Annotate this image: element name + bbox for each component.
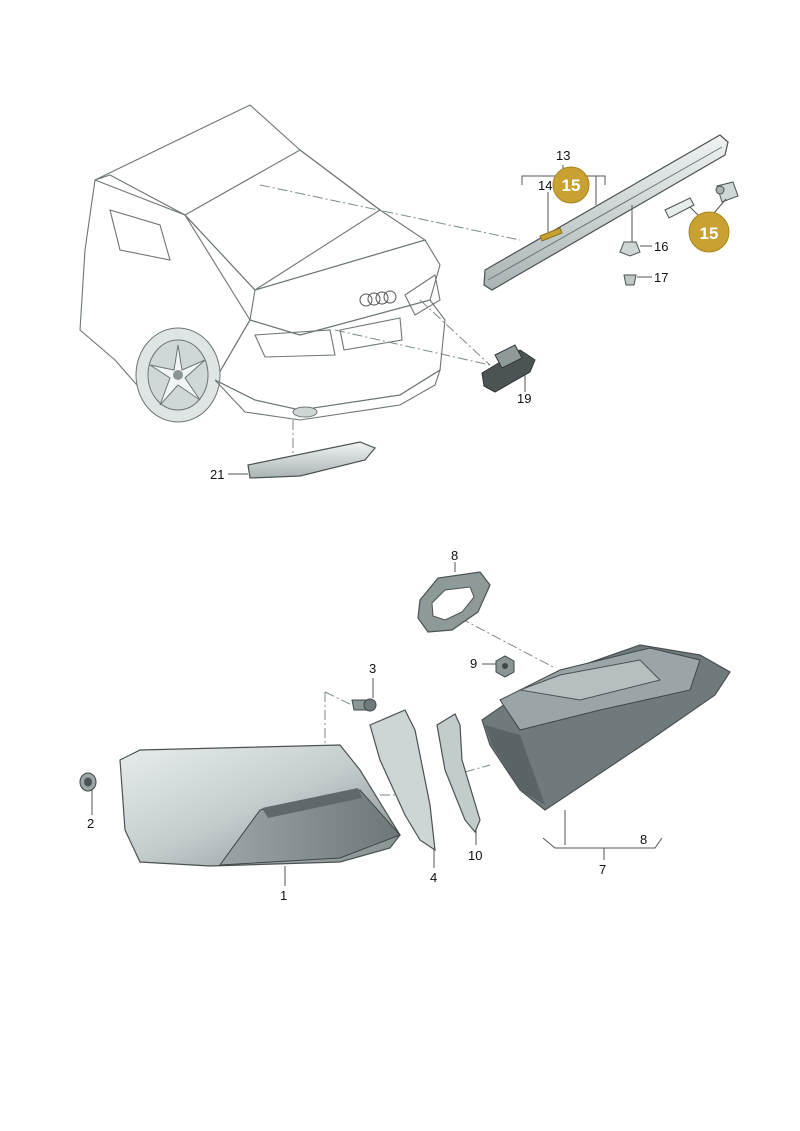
inner-tail-lamp-part	[481, 644, 731, 845]
callout-labels: 13 14 16 17 19 21 8 3 9 2 10 4 8 7 1	[87, 148, 668, 903]
callout-14: 14	[538, 178, 552, 193]
callout-16: 16	[654, 239, 668, 254]
seal-part-4	[369, 709, 436, 868]
callout-10: 10	[468, 848, 482, 863]
badge-15-right-text: 15	[700, 224, 719, 243]
badge-15-upper-text: 15	[562, 176, 581, 195]
callout-17: 17	[654, 270, 668, 285]
callout-21: 21	[210, 467, 224, 482]
callout-2: 2	[87, 816, 94, 831]
connector-lines-upper	[259, 184, 521, 455]
badge-15-right: 15	[688, 211, 730, 253]
seal-part-10	[436, 713, 481, 845]
callout-8-top: 8	[451, 548, 458, 563]
bracket-part-14	[539, 227, 563, 242]
callout-7-bracket	[542, 837, 663, 849]
grommet-part-2	[79, 772, 97, 815]
callout-3: 3	[369, 661, 376, 676]
screw-part-3	[351, 678, 377, 712]
outer-tail-lamp-part	[119, 744, 401, 886]
callout-1: 1	[280, 888, 287, 903]
callout-7: 7	[599, 862, 606, 877]
trim-strip-part	[228, 441, 376, 479]
callout-9: 9	[470, 656, 477, 671]
light-module-part	[664, 181, 739, 223]
gasket-part-8	[417, 562, 491, 633]
callout-8-bottom: 8	[640, 832, 647, 847]
nut-part-9	[482, 655, 515, 678]
spoiler-strip	[483, 134, 729, 291]
callout-19: 19	[517, 391, 531, 406]
car-rear-illustration	[79, 104, 446, 423]
clip-part-17	[623, 274, 652, 286]
callout-4: 4	[430, 870, 437, 885]
clip-part-16	[619, 205, 652, 257]
wheel	[135, 327, 221, 423]
logo-rings	[359, 290, 397, 307]
badge-15-upper: 15	[552, 166, 590, 204]
license-plate-light-part	[481, 344, 536, 393]
callout-13: 13	[556, 148, 570, 163]
